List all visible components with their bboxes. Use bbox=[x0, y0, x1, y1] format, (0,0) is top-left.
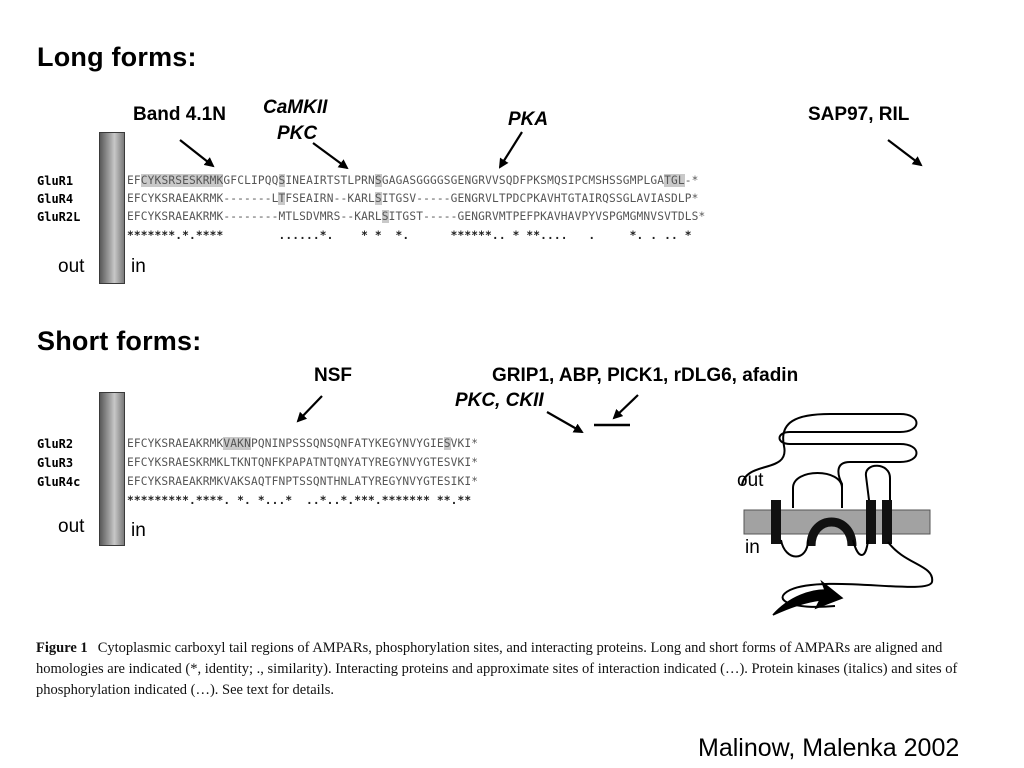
sequence-segment: EFCYKSRAEAKRMK-------L bbox=[127, 192, 279, 205]
long-row-sequence: EFCYKSRSESKRMKGFCLIPQQSINEAIRTSTLPRNSGAG… bbox=[127, 174, 699, 187]
ampar-schematic bbox=[741, 413, 934, 616]
sequence-segment: GFCLIPQQ bbox=[223, 174, 279, 187]
m3-m4-loop bbox=[864, 464, 891, 509]
pkc-ckii-arrow bbox=[546, 411, 584, 433]
highlighted-residues: S bbox=[278, 174, 286, 187]
sequence-segment: EFCYKSRAESKRMKLTKNTQNFKPAPATNTQNYATYREGY… bbox=[127, 456, 479, 469]
sequence-segment: EFCYKSRAEAKRMKVAKSAQTFNPTSSQNTHNLATYREGY… bbox=[127, 475, 479, 488]
sequence-segment: EF bbox=[127, 174, 141, 187]
highlighted-residues: S bbox=[443, 437, 451, 450]
citation: Malinow, Malenka 2002 bbox=[698, 734, 960, 762]
short-conservation-line: *********.****. *. *...* ..*..*.***.****… bbox=[127, 494, 472, 507]
pkc-label: PKC bbox=[277, 123, 318, 144]
sequence-segment: VKI* bbox=[450, 437, 479, 450]
sequence-segment: GAGASGGGGSGENGRVVSQDFPKSMQSIPCMSHSSGMPLG… bbox=[381, 174, 665, 187]
highlighted-residues: S bbox=[381, 210, 389, 223]
curved-arrow-icon bbox=[772, 579, 844, 616]
pka-label: PKA bbox=[508, 109, 549, 130]
pka-arrow bbox=[498, 131, 523, 169]
short-forms-title: Short forms: bbox=[37, 326, 202, 356]
figure-label: Figure 1 bbox=[36, 640, 88, 656]
pkc-ckii-label: PKC, CKII bbox=[455, 390, 544, 411]
sequence-segment: EFCYKSRAEAKRMK bbox=[127, 437, 224, 450]
highlighted-residues: TGL bbox=[664, 174, 685, 187]
short-in-label: in bbox=[131, 520, 146, 541]
intracellular-loop-2 bbox=[852, 539, 869, 556]
sap97-arrow bbox=[887, 139, 923, 167]
schematic-out-label: out bbox=[737, 470, 764, 491]
long-row-name: GluR1 bbox=[37, 174, 74, 188]
short-row-name: GluR4c bbox=[37, 475, 81, 489]
long-forms-membrane bbox=[99, 132, 125, 284]
long-conservation-line: *******.*.**** ......*. * * *. ******.. … bbox=[127, 229, 692, 242]
short-row-sequence: EFCYKSRAEAKRMKVAKSAQTFNPTSSQNTHNLATYREGY… bbox=[127, 475, 478, 488]
extracellular-domain bbox=[741, 413, 918, 508]
nsf-arrow bbox=[296, 395, 323, 423]
sequence-segment: ITGST-----GENGRVMTPEFPKAVHAVPYVSPGMGMNVS… bbox=[388, 210, 706, 223]
sequence-segment: INEAIRTSTLPRN bbox=[285, 174, 375, 187]
short-row-sequence: EFCYKSRAEAKRMKVAKNPQNINPSSSQNSQNFATYKEGY… bbox=[127, 437, 478, 450]
grip-abp-pick1-label: GRIP1, ABP, PICK1, rDLG6, afadin bbox=[492, 365, 799, 386]
pore-loop-m2 bbox=[806, 517, 857, 547]
sap97-ril-label: SAP97, RIL bbox=[808, 104, 910, 125]
tm-segment-m4 bbox=[882, 500, 892, 544]
highlighted-residues: CYKSRSESKRMK bbox=[140, 174, 224, 187]
sequence-segment: PQNINPSSSQNSQNFATYKEGYNVYGIE bbox=[250, 437, 444, 450]
short-out-label: out bbox=[58, 516, 85, 537]
band41n-label: Band 4.1N bbox=[133, 104, 226, 125]
tm-segment-m1 bbox=[771, 500, 781, 544]
caption-text: Cytoplasmic carboxyl tail regions of AMP… bbox=[36, 640, 958, 698]
highlighted-residues: S bbox=[374, 174, 382, 187]
band41n-arrow bbox=[179, 139, 215, 168]
highlighted-residues: VAKN bbox=[223, 437, 251, 450]
long-in-label: in bbox=[131, 256, 146, 277]
intracellular-loop-1 bbox=[780, 539, 809, 558]
highlighted-residues: S bbox=[374, 192, 382, 205]
long-row-sequence: EFCYKSRAEAKRMK--------MTLSDVMRS--KARLSIT… bbox=[127, 210, 705, 223]
nsf-label: NSF bbox=[314, 365, 352, 386]
short-row-name: GluR2 bbox=[37, 437, 74, 451]
highlighted-residues: T bbox=[278, 192, 286, 205]
sequence-segment: -* bbox=[684, 174, 699, 187]
short-row-name: GluR3 bbox=[37, 456, 74, 470]
pkc-arrow bbox=[312, 142, 349, 170]
long-row-name: GluR2L bbox=[37, 210, 81, 224]
long-forms-title: Long forms: bbox=[37, 42, 197, 72]
long-row-name: GluR4 bbox=[37, 192, 74, 206]
tm-segment-m3 bbox=[866, 500, 876, 544]
schematic-in-label: in bbox=[745, 537, 760, 558]
long-row-sequence: EFCYKSRAEAKRMK-------LTFSEAIRN--KARLSITG… bbox=[127, 192, 699, 205]
short-forms-membrane bbox=[99, 392, 125, 546]
sequence-segment: FSEAIRN--KARL bbox=[285, 192, 375, 205]
grip-arrow bbox=[612, 394, 639, 420]
long-out-label: out bbox=[58, 256, 85, 277]
extracellular-loop bbox=[792, 472, 843, 489]
short-row-sequence: EFCYKSRAESKRMKLTKNTQNFKPAPATNTQNYATYREGY… bbox=[127, 456, 478, 469]
sequence-segment: ITGSV-----GENGRVLTPDCPKAVHTGTAIRQSSGLAVI… bbox=[381, 192, 699, 205]
camkii-label: CaMKII bbox=[263, 97, 328, 118]
sequence-segment: EFCYKSRAEAKRMK--------MTLSDVMRS--KARL bbox=[127, 210, 382, 223]
